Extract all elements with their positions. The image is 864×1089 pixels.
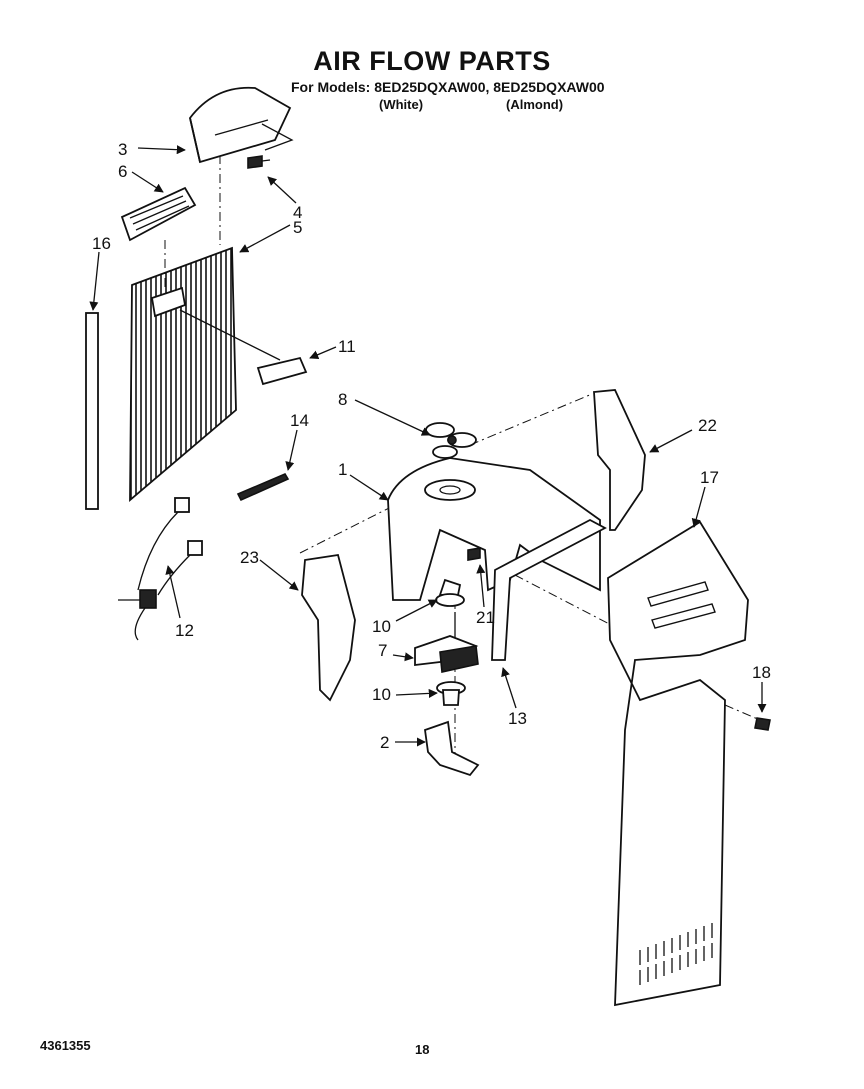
callout-10-upper: 10 xyxy=(372,617,391,636)
part-13-gasket xyxy=(491,518,607,661)
part-22-baffle xyxy=(593,389,646,531)
models-line: For Models: 8ED25DQXAW00, 8ED25DQXAW00 xyxy=(291,79,605,95)
part-17-air-duct xyxy=(607,520,749,1007)
leader-lines xyxy=(89,145,767,747)
callout-2: 2 xyxy=(380,733,389,752)
part-14-thermistor xyxy=(236,472,290,502)
part-10-grommet-upper xyxy=(435,578,465,607)
callout-3: 3 xyxy=(118,140,127,159)
callout-14: 14 xyxy=(290,411,309,430)
alignment-lines xyxy=(164,155,761,760)
part-18-screw xyxy=(754,717,771,731)
callout-18: 18 xyxy=(752,663,771,682)
callout-6: 6 xyxy=(118,162,127,181)
part-2-motor-bracket xyxy=(424,720,480,777)
part-7-fan-motor xyxy=(414,612,479,673)
callout-1: 1 xyxy=(338,460,347,479)
duct-vents xyxy=(639,923,713,985)
callout-12: 12 xyxy=(175,621,194,640)
part-3-duct-cap xyxy=(189,86,294,164)
part-6-grille xyxy=(120,186,197,242)
callout-16: 16 xyxy=(92,234,111,253)
part-12-wire-harness xyxy=(118,497,203,641)
callout-7: 7 xyxy=(378,641,387,660)
callout-8: 8 xyxy=(338,390,347,409)
color-almond-label: (Almond) xyxy=(506,97,564,112)
callout-labels: 3 6 4 5 16 11 14 8 1 22 17 23 12 10 21 7… xyxy=(92,140,771,752)
part-8-fan-blade xyxy=(425,422,477,459)
callout-11: 11 xyxy=(338,337,356,356)
part-5-evaporator-cover xyxy=(129,246,237,502)
callout-13: 13 xyxy=(508,709,527,728)
page-number: 18 xyxy=(415,1042,430,1057)
document-number: 4361355 xyxy=(40,1038,91,1053)
part-21-screw xyxy=(467,547,481,561)
color-white-label: (White) xyxy=(379,97,424,112)
part-11-bracket xyxy=(179,309,308,386)
callout-5: 5 xyxy=(293,218,302,237)
callout-22: 22 xyxy=(698,416,717,435)
callout-10-lower: 10 xyxy=(372,685,391,704)
callout-4: 4 xyxy=(293,203,302,222)
part-23-baffle xyxy=(301,553,356,702)
callout-17: 17 xyxy=(700,468,719,487)
page-title: AIR FLOW PARTS xyxy=(313,46,551,76)
callout-21: 21 xyxy=(476,608,495,627)
part-10-grommet-lower xyxy=(436,681,466,706)
part-4-screw xyxy=(247,155,271,169)
part-16-seal-strip xyxy=(85,312,99,510)
callout-23: 23 xyxy=(240,548,259,567)
part-1-fan-shroud xyxy=(387,457,601,601)
